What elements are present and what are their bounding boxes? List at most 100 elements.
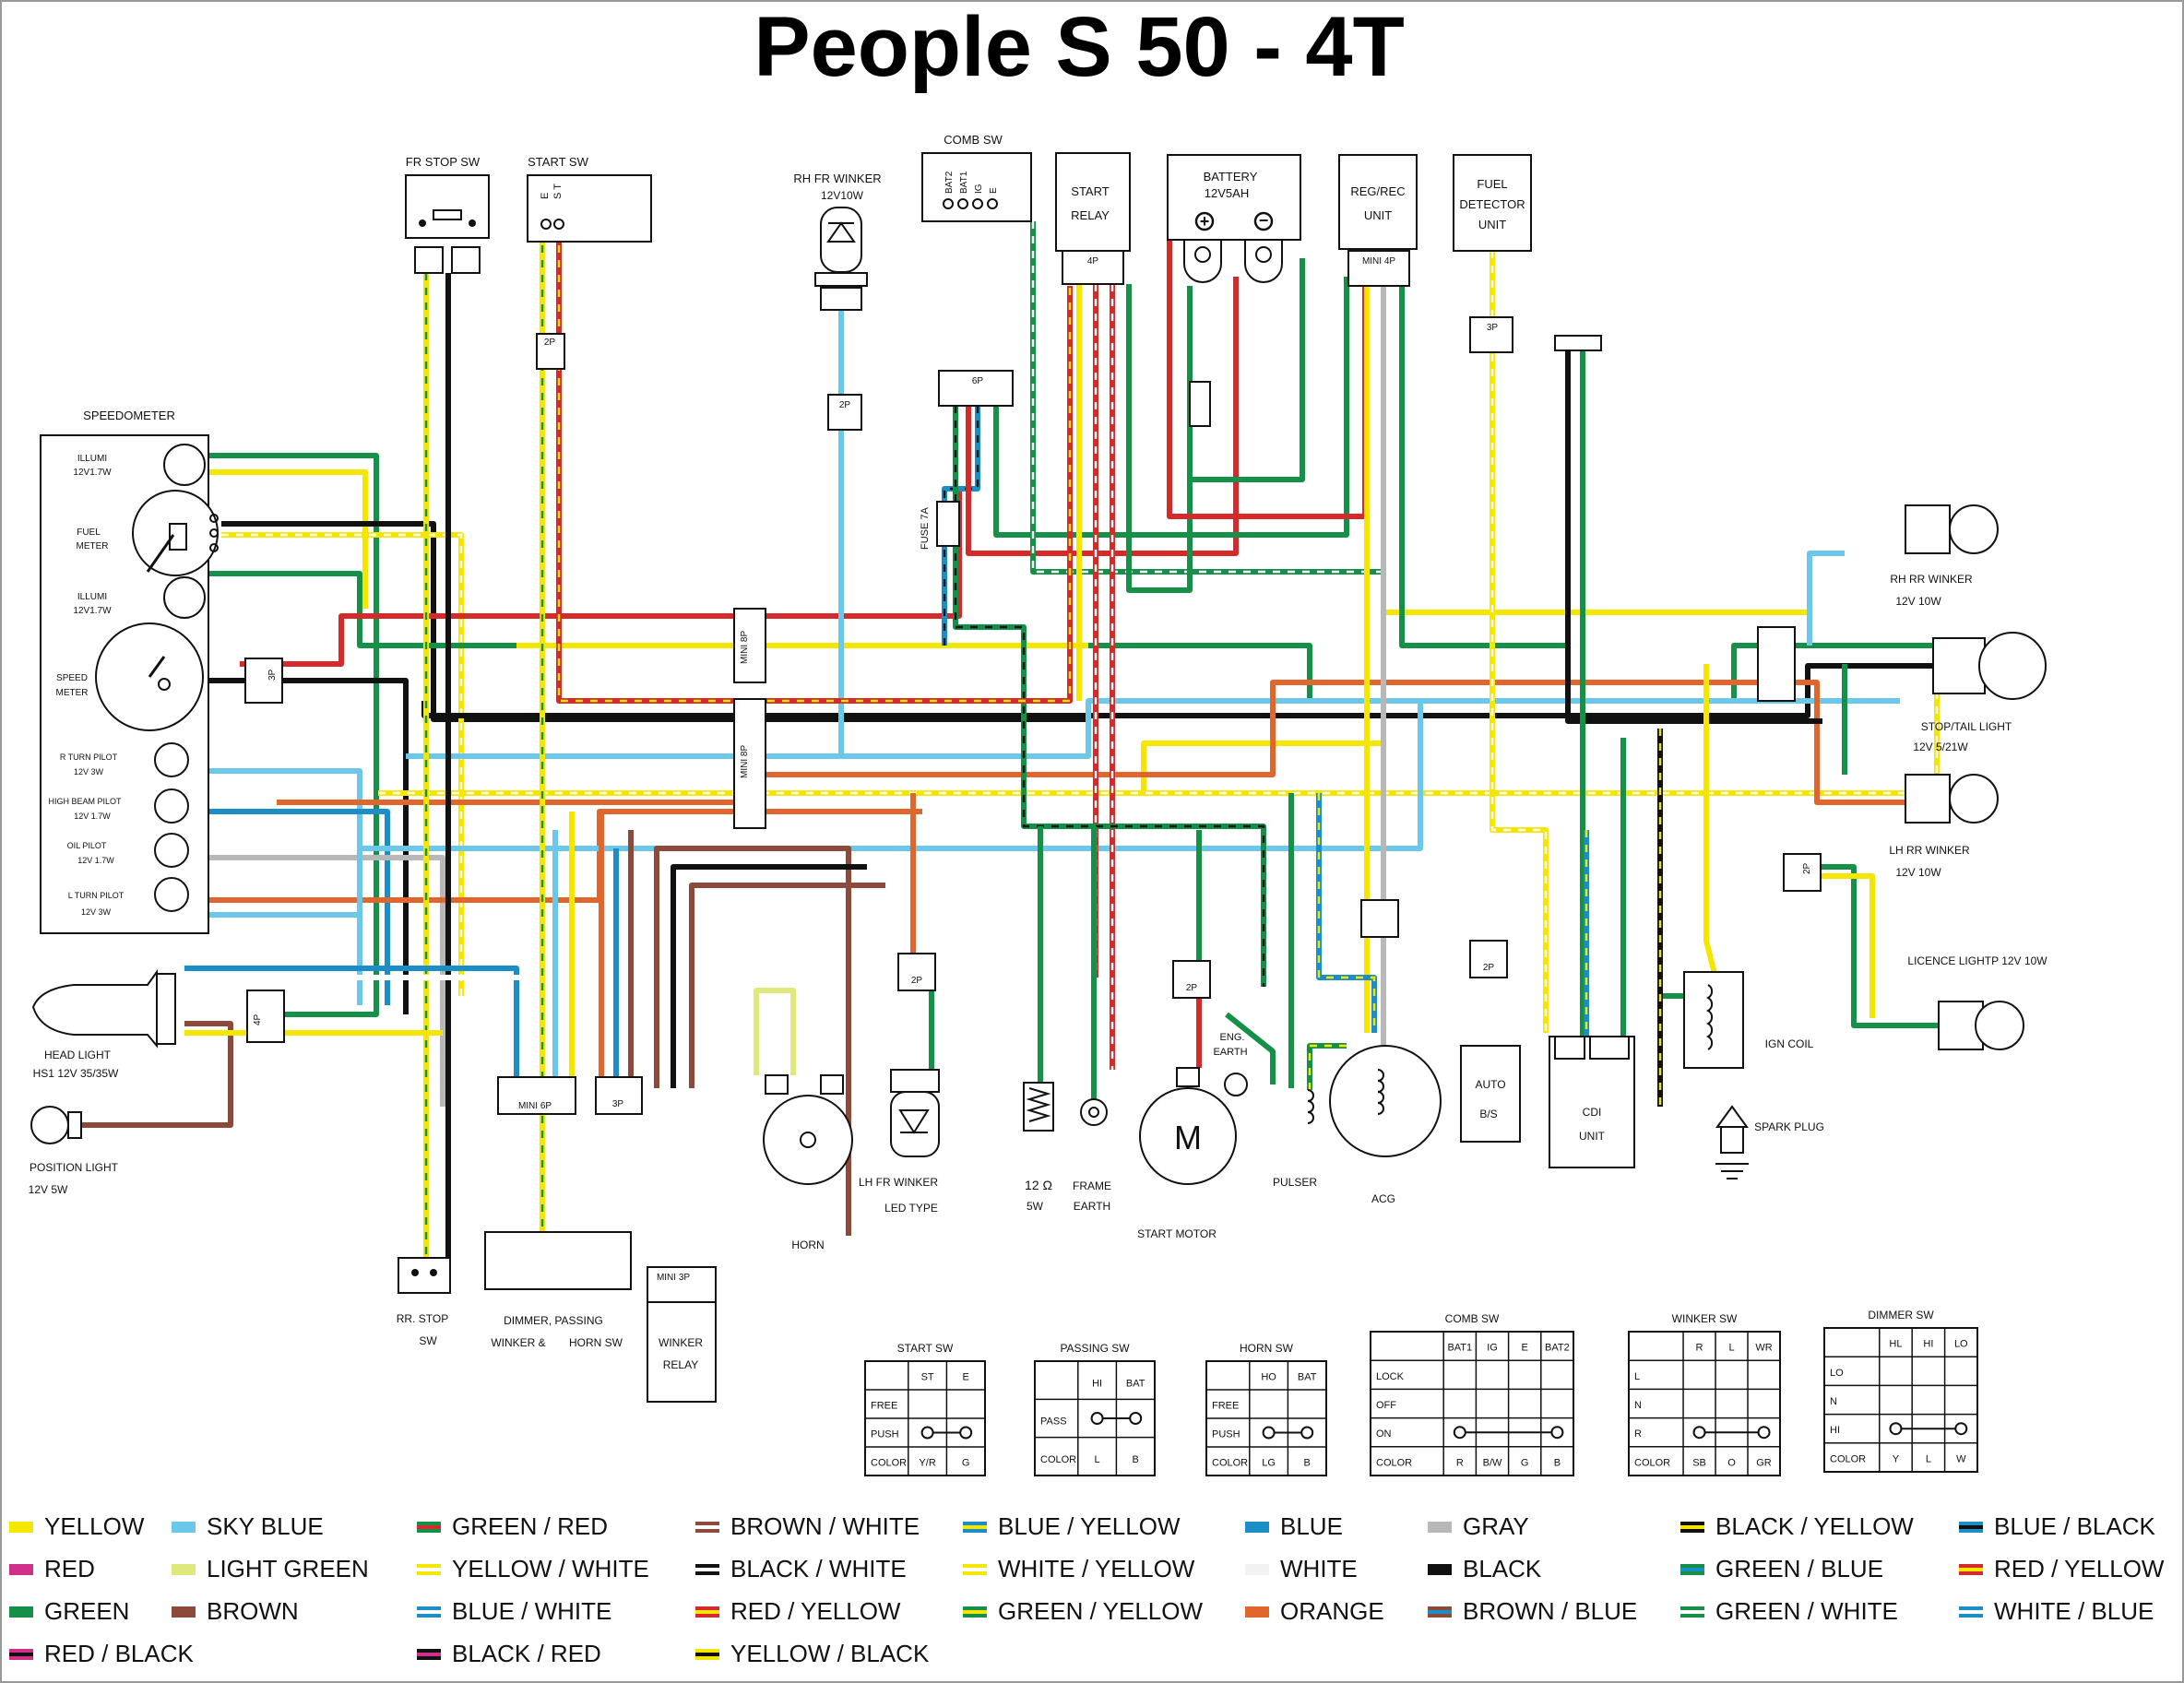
stop-tail-light: STOP/TAIL LIGHT 12V 5/21W (1913, 632, 2047, 753)
svg-text:EARTH: EARTH (1074, 1200, 1110, 1213)
table-row-label: N (1830, 1396, 1837, 1407)
svg-text:REG/REC: REG/REC (1350, 184, 1405, 198)
legend-label: RED / BLACK (44, 1640, 194, 1667)
svg-text:2P: 2P (1802, 862, 1812, 874)
legend-item: BROWN (172, 1597, 299, 1625)
table-row-label: N (1634, 1400, 1642, 1411)
auto-bs: AUTO B/S (1460, 1045, 1521, 1143)
svg-text:HORN: HORN (791, 1239, 824, 1251)
legend-item: BLUE (1245, 1512, 1343, 1540)
wire-stripe (1317, 793, 1376, 1033)
legend-item: BLUE / WHITE (417, 1597, 611, 1625)
legend-item: GREEN / BLUE (1680, 1555, 1883, 1582)
table-title: PASSING SW (1060, 1342, 1130, 1355)
table-col-header: BAT (1298, 1371, 1317, 1382)
table-col-header: E (963, 1371, 969, 1382)
wire (240, 489, 962, 667)
svg-text:12V10W: 12V10W (821, 189, 864, 202)
wire (1225, 1012, 1276, 1084)
legend-item: BLACK / RED (417, 1640, 601, 1667)
wire (208, 469, 368, 609)
table-col-header: BAT2 (1545, 1343, 1570, 1354)
svg-text:2P: 2P (911, 976, 923, 986)
legend-item: BLACK (1428, 1555, 1542, 1582)
legend-label: GRAY (1463, 1512, 1529, 1540)
svg-text:UNIT: UNIT (1364, 208, 1392, 222)
table-col-header: HI (1923, 1339, 1933, 1350)
table-color-code: SB (1692, 1457, 1706, 1468)
svg-text:6P: 6P (972, 376, 984, 386)
table-color-code: Y (1893, 1453, 1900, 1464)
legend-item: YELLOW (9, 1512, 145, 1540)
legend-label: WHITE (1280, 1555, 1358, 1582)
table-col-header: HO (1261, 1371, 1276, 1382)
svg-text:START: START (1071, 184, 1109, 198)
legend-label: RED (44, 1555, 95, 1582)
svg-text:12V 3W: 12V 3W (81, 907, 112, 917)
table-color-code: B (1304, 1457, 1311, 1468)
legend-label: WHITE / YELLOW (998, 1555, 1195, 1582)
svg-text:L TURN PILOT: L TURN PILOT (68, 891, 125, 900)
svg-text:AUTO: AUTO (1475, 1078, 1505, 1091)
wire-stripe (221, 533, 463, 996)
svg-text:START MOTOR: START MOTOR (1137, 1227, 1217, 1240)
legend-label: BLACK / YELLOW (1715, 1512, 1914, 1540)
legend-item: YELLOW / BLACK (695, 1640, 930, 1667)
svg-text:BAT2: BAT2 (944, 171, 955, 194)
svg-text:START SW: START SW (528, 155, 588, 169)
table-col-header: R (1696, 1343, 1703, 1354)
legend-item: BROWN / BLUE (1428, 1597, 1637, 1625)
wire (754, 988, 796, 1075)
table-row-label: OFF (1376, 1400, 1396, 1411)
fr-stop-sw: FR STOP SW (405, 155, 490, 274)
svg-text:12V 5W: 12V 5W (29, 1183, 68, 1196)
svg-text:OIL PILOT: OIL PILOT (67, 841, 107, 850)
svg-text:BAT1: BAT1 (959, 171, 969, 194)
svg-text:RH FR WINKER: RH FR WINKER (793, 172, 881, 185)
wire (1807, 551, 1845, 646)
svg-text:MINI 6P: MINI 6P (518, 1101, 552, 1111)
legend-label: WHITE / BLUE (1994, 1597, 2154, 1625)
svg-text:MINI 8P: MINI 8P (740, 745, 750, 778)
svg-text:4P: 4P (253, 1013, 263, 1025)
svg-text:B/S: B/S (1479, 1108, 1497, 1120)
wire (966, 277, 1239, 556)
svg-text:FRAME: FRAME (1073, 1179, 1111, 1192)
svg-text:E: E (540, 193, 551, 199)
svg-text:FUEL: FUEL (77, 527, 101, 538)
legend-item: BLACK / WHITE (695, 1555, 907, 1582)
table-color-code: R (1456, 1457, 1464, 1468)
svg-text:3P: 3P (1487, 323, 1499, 333)
svg-text:LED TYPE: LED TYPE (884, 1202, 938, 1215)
table-color-code: L (1095, 1454, 1100, 1465)
wire (1808, 873, 1875, 1018)
svg-text:HIGH BEAM PILOT: HIGH BEAM PILOT (48, 797, 122, 806)
legend-label: RED / YELLOW (1994, 1555, 2165, 1582)
legend-label: BLUE / YELLOW (998, 1512, 1181, 1540)
svg-text:EARTH: EARTH (1213, 1047, 1247, 1058)
page-title: People S 50 - 4T (754, 0, 1405, 94)
legend-item: GREEN / RED (417, 1512, 608, 1540)
reg-rec-unit: REG/REC UNIT MINI 4P (1338, 154, 1418, 287)
svg-text:DETECTOR: DETECTOR (1459, 197, 1525, 211)
wire (184, 966, 519, 1077)
legend-item: GREEN / YELLOW (963, 1597, 1203, 1625)
wire (1565, 350, 1822, 724)
legend-label: LIGHT GREEN (207, 1555, 369, 1582)
svg-text:−: − (1259, 211, 1269, 230)
svg-text:FUEL: FUEL (1477, 177, 1507, 191)
table-row-label: PASS (1040, 1416, 1067, 1428)
svg-text:12V 5/21W: 12V 5/21W (1913, 741, 1968, 753)
wire-stripe (557, 231, 1072, 703)
legend-label: BLACK (1463, 1555, 1542, 1582)
svg-text:+: + (1200, 212, 1210, 231)
wire (208, 698, 1900, 918)
svg-text:2P: 2P (839, 400, 851, 410)
acg: ACG (1329, 1045, 1442, 1205)
svg-text:12V 1.7W: 12V 1.7W (77, 856, 114, 865)
frame-earth: FRAME EARTH (1073, 1098, 1111, 1213)
svg-text:12V 10W: 12V 10W (1895, 595, 1941, 608)
svg-text:HORN SW: HORN SW (569, 1336, 623, 1349)
